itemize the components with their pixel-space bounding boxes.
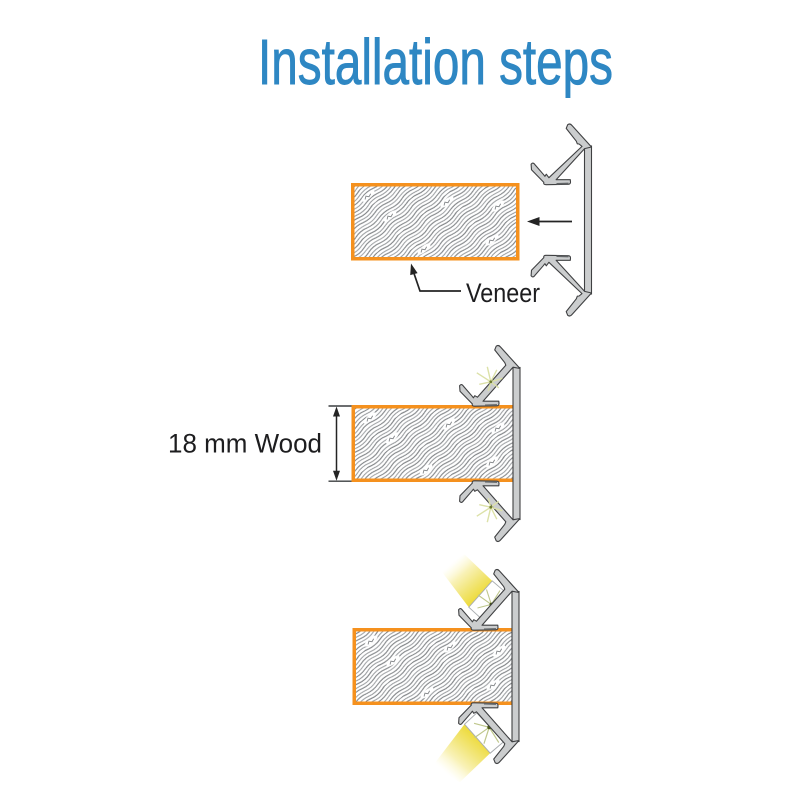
svg-text:Installation steps: Installation steps bbox=[258, 26, 613, 98]
svg-text:18 mm Wood: 18 mm Wood bbox=[168, 429, 322, 459]
svg-text:Veneer: Veneer bbox=[466, 278, 540, 308]
